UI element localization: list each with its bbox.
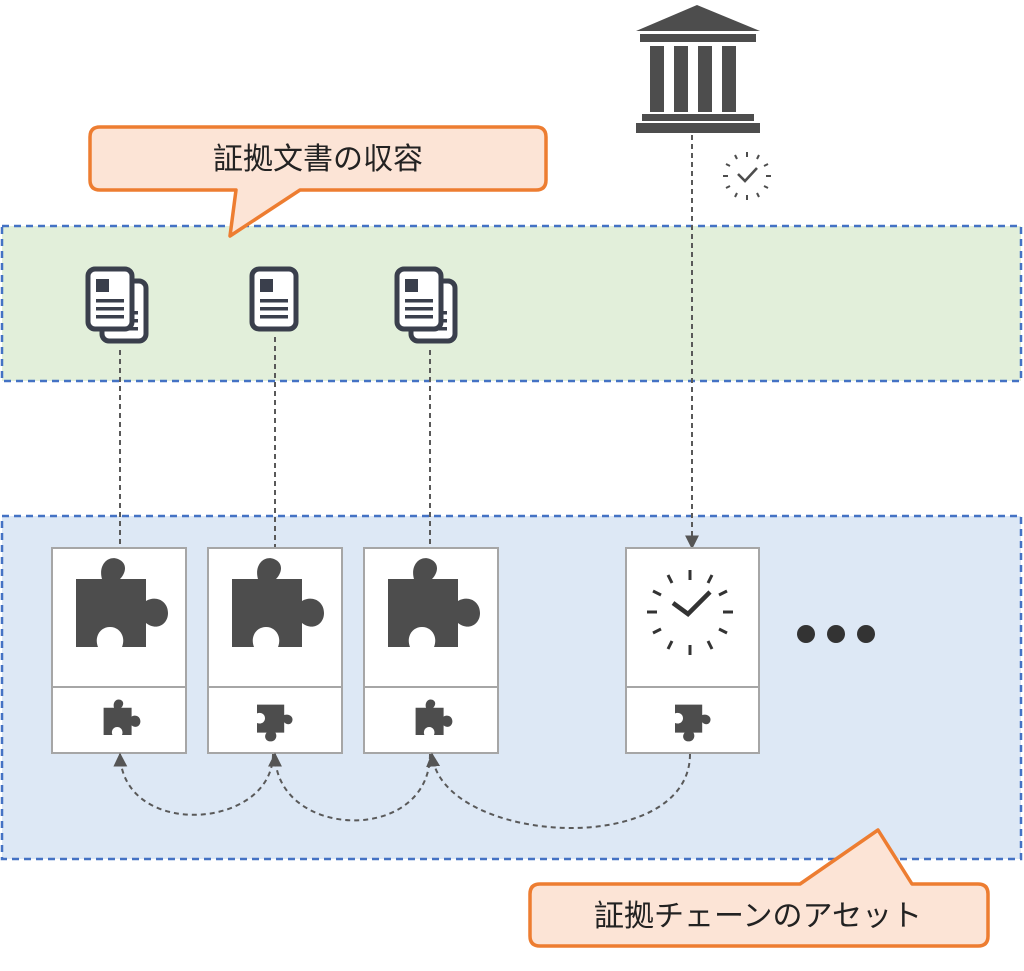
bank-building-icon: [636, 5, 760, 133]
document-storage-callout: 証拠文書の収容: [88, 125, 548, 238]
document-stack-icon: [397, 269, 455, 341]
chain-arrow-2-to-1: [113, 752, 274, 816]
asset-card: [51, 547, 187, 754]
asset-chain-label: 証拠チェーンのアセット: [594, 899, 922, 934]
small-clock-icon: [723, 152, 771, 200]
document-storage-band: [0, 224, 1023, 383]
document-stack-icon: [88, 269, 146, 341]
asset-card: [207, 547, 343, 754]
document-icon: [252, 269, 296, 329]
timestamp-card: [625, 547, 760, 754]
clock-icon: [647, 570, 733, 655]
chain-arrow-4-to-3: [426, 752, 691, 829]
asset-card: [363, 547, 499, 754]
asset-chain-callout: 証拠チェーンのアセット: [528, 828, 990, 948]
document-storage-label: 証拠文書の収容: [213, 142, 423, 177]
ellipsis-icon: [797, 625, 875, 643]
